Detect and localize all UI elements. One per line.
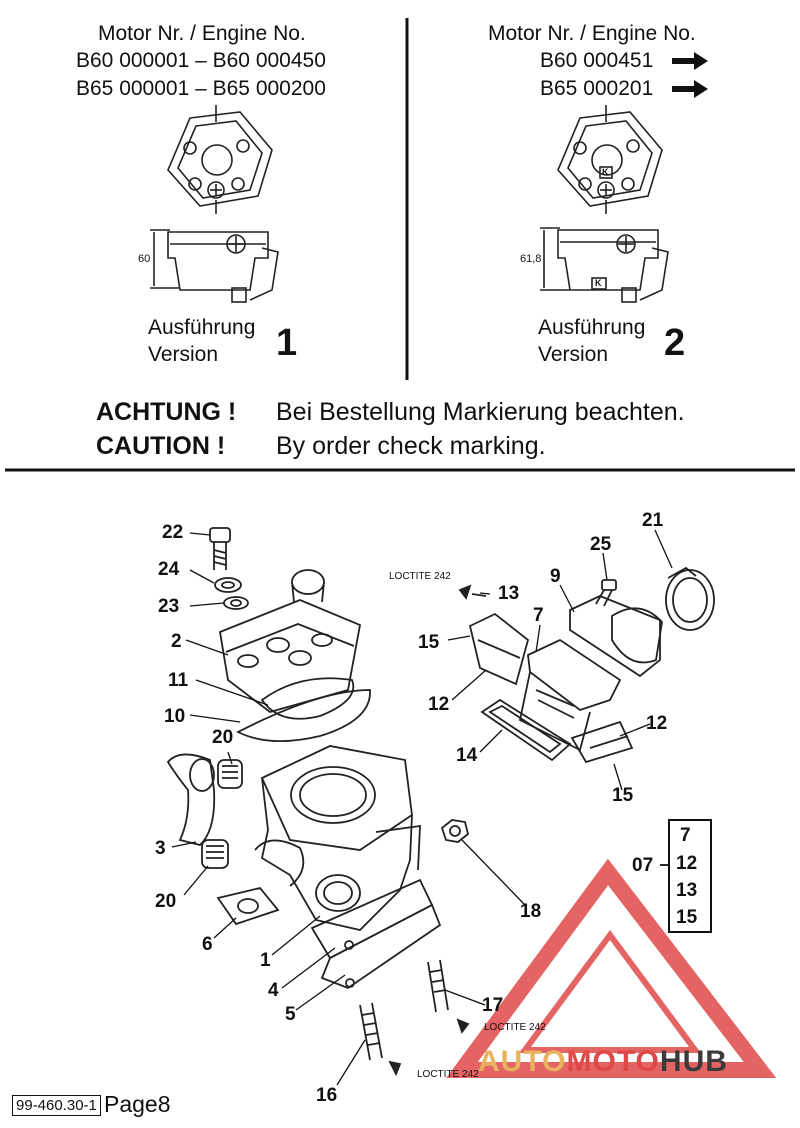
caution-text-de: Bei Bestellung Markierung beachten. (276, 398, 685, 426)
callout-1: 1 (260, 950, 271, 971)
kit-item-12: 12 (676, 853, 698, 874)
leader-lines (171, 529, 673, 1086)
cylinder-head-top-view-v1 (167, 105, 273, 214)
callout-5: 5 (285, 1004, 296, 1025)
watermark-logo (446, 858, 777, 1078)
page-label: Page8 (104, 1091, 171, 1117)
dimension-label-v1: 60 (138, 253, 151, 265)
caution-label-en: CAUTION ! (96, 432, 226, 460)
dimension-label-v2: 61,8 (520, 253, 542, 265)
marker-k-side: K (595, 278, 602, 288)
arrow-icons (672, 52, 708, 98)
callout-6: 6 (202, 934, 213, 955)
arrow-right-icon (672, 80, 708, 98)
callout-11: 11 (168, 670, 189, 691)
callout-3: 3 (155, 838, 166, 859)
engine-number-title-left: Motor Nr. / Engine No. (98, 22, 306, 45)
version-label-en-v1: Version (148, 343, 219, 366)
watermark-part-moto: MOTO (566, 1045, 660, 1078)
callout-13: 13 (498, 583, 520, 604)
callout-7: 7 (533, 605, 544, 626)
callout-25: 25 (590, 534, 612, 555)
document-number: 99-460.30-1 (12, 1095, 101, 1116)
callout-14: 14 (456, 745, 478, 766)
cylinder-head-top-view-v2 (557, 105, 663, 214)
callout-15-top: 15 (418, 632, 440, 653)
callout-2: 2 (171, 631, 182, 652)
loctite-label-top: LOCTITE 242 (389, 571, 451, 582)
caution-text-en: By order check marking. (276, 432, 546, 460)
callout-17: 17 (482, 995, 504, 1016)
callout-24: 24 (158, 559, 180, 580)
exploded-view (166, 527, 715, 1077)
caution-label-de: ACHTUNG ! (96, 398, 237, 426)
kit-item-7: 7 (680, 825, 691, 846)
callout-21: 21 (642, 510, 664, 531)
version-number-1: 1 (276, 322, 298, 364)
callout-4: 4 (268, 980, 279, 1001)
callout-18: 18 (520, 901, 542, 922)
callout-23: 23 (158, 596, 180, 617)
callout-20-bottom: 20 (155, 891, 177, 912)
callout-12-left: 12 (428, 694, 450, 715)
loctite-label-middle: LOCTITE 242 (484, 1022, 546, 1033)
version-label-de-v2: Ausführung (538, 316, 646, 339)
version-number-2: 2 (664, 322, 686, 364)
engine-range-b60-v1: B60 000001 – B60 000450 (76, 49, 326, 72)
version-label-en-v2: Version (538, 343, 609, 366)
callout-10: 10 (164, 706, 186, 727)
cylinder-head-side-view-v1 (150, 229, 279, 303)
callout-20-top: 20 (212, 727, 234, 748)
engine-number-title-right: Motor Nr. / Engine No. (488, 22, 696, 45)
callout-07-kit: 07 (632, 855, 654, 876)
watermark-part-auto: AUTO (478, 1045, 567, 1078)
version-label-de-v1: Ausführung (148, 316, 256, 339)
watermark-part-hub: HUB (659, 1045, 728, 1078)
kit-item-15: 15 (676, 907, 698, 928)
callout-12-right: 12 (646, 713, 668, 734)
engine-range-b65-v2: B65 000201 (540, 77, 654, 100)
callout-9: 9 (550, 566, 561, 587)
loctite-label-bottom: LOCTITE 242 (417, 1069, 479, 1080)
callout-16: 16 (316, 1085, 338, 1106)
engine-range-b65-v1: B65 000001 – B65 000200 (76, 77, 326, 100)
callout-22: 22 (162, 522, 184, 543)
cylinder-head-side-view-v2 (540, 227, 669, 303)
marker-k-top: K (602, 167, 609, 177)
arrow-right-icon (672, 52, 708, 70)
kit-item-13: 13 (676, 880, 698, 901)
watermark-wordmark: AUTOMOTOHUB (478, 1045, 728, 1079)
engine-range-b60-v2: B60 000451 (540, 49, 654, 72)
callout-15-bottom: 15 (612, 785, 634, 806)
